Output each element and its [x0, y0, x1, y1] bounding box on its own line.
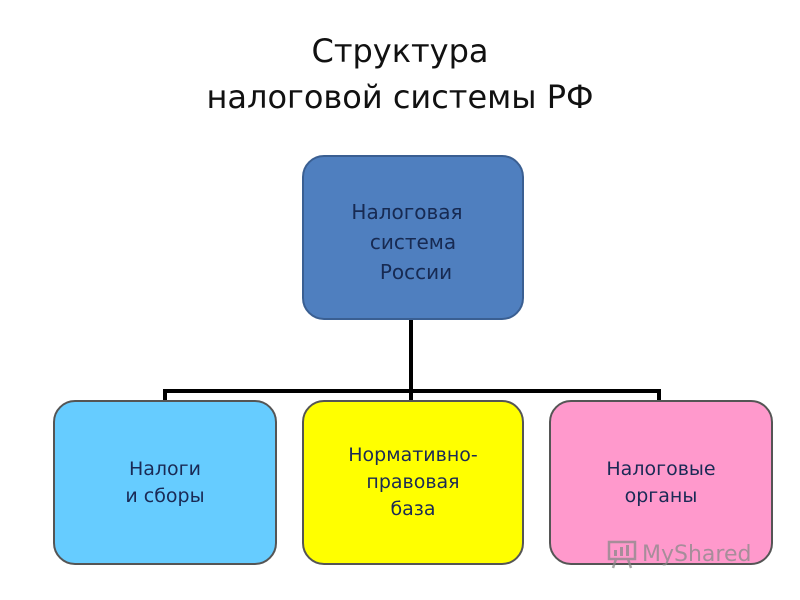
title-line-1: Структура [311, 32, 489, 70]
watermark: MyShared [606, 536, 751, 572]
page-title: Структура налоговой системы РФ [0, 28, 800, 120]
node-label-line: правовая [366, 471, 460, 493]
node-label-line: Налоги [128, 457, 202, 480]
node-tax-authorities: Налоговые органы [549, 400, 773, 565]
title-line-2: налоговой системы РФ [206, 78, 594, 116]
node-legal-framework: Нормативно- правовая база [302, 400, 524, 565]
node-label-line: России [379, 260, 453, 284]
watermark-text: MyShared [642, 541, 752, 567]
node-label-line: система [369, 230, 457, 254]
node-label-line: и сборы [125, 484, 205, 507]
presentation-board-icon [607, 540, 637, 569]
node-tax-system-russia: Налоговая система России [302, 155, 524, 320]
node-label: Налоговые органы [606, 456, 715, 510]
node-label-line: Налоговая [351, 200, 463, 224]
node-taxes-and-fees: Налоги и сборы [53, 400, 277, 565]
node-label: Нормативно- правовая база [348, 442, 477, 523]
node-label-line: органы [624, 484, 698, 507]
node-label: Налоги и сборы [125, 456, 204, 510]
node-label: Налоговая система России [351, 197, 462, 287]
node-label-line: Налоговые [606, 457, 716, 480]
node-label-line: Нормативно- [348, 444, 478, 466]
node-label-line: база [390, 498, 436, 520]
